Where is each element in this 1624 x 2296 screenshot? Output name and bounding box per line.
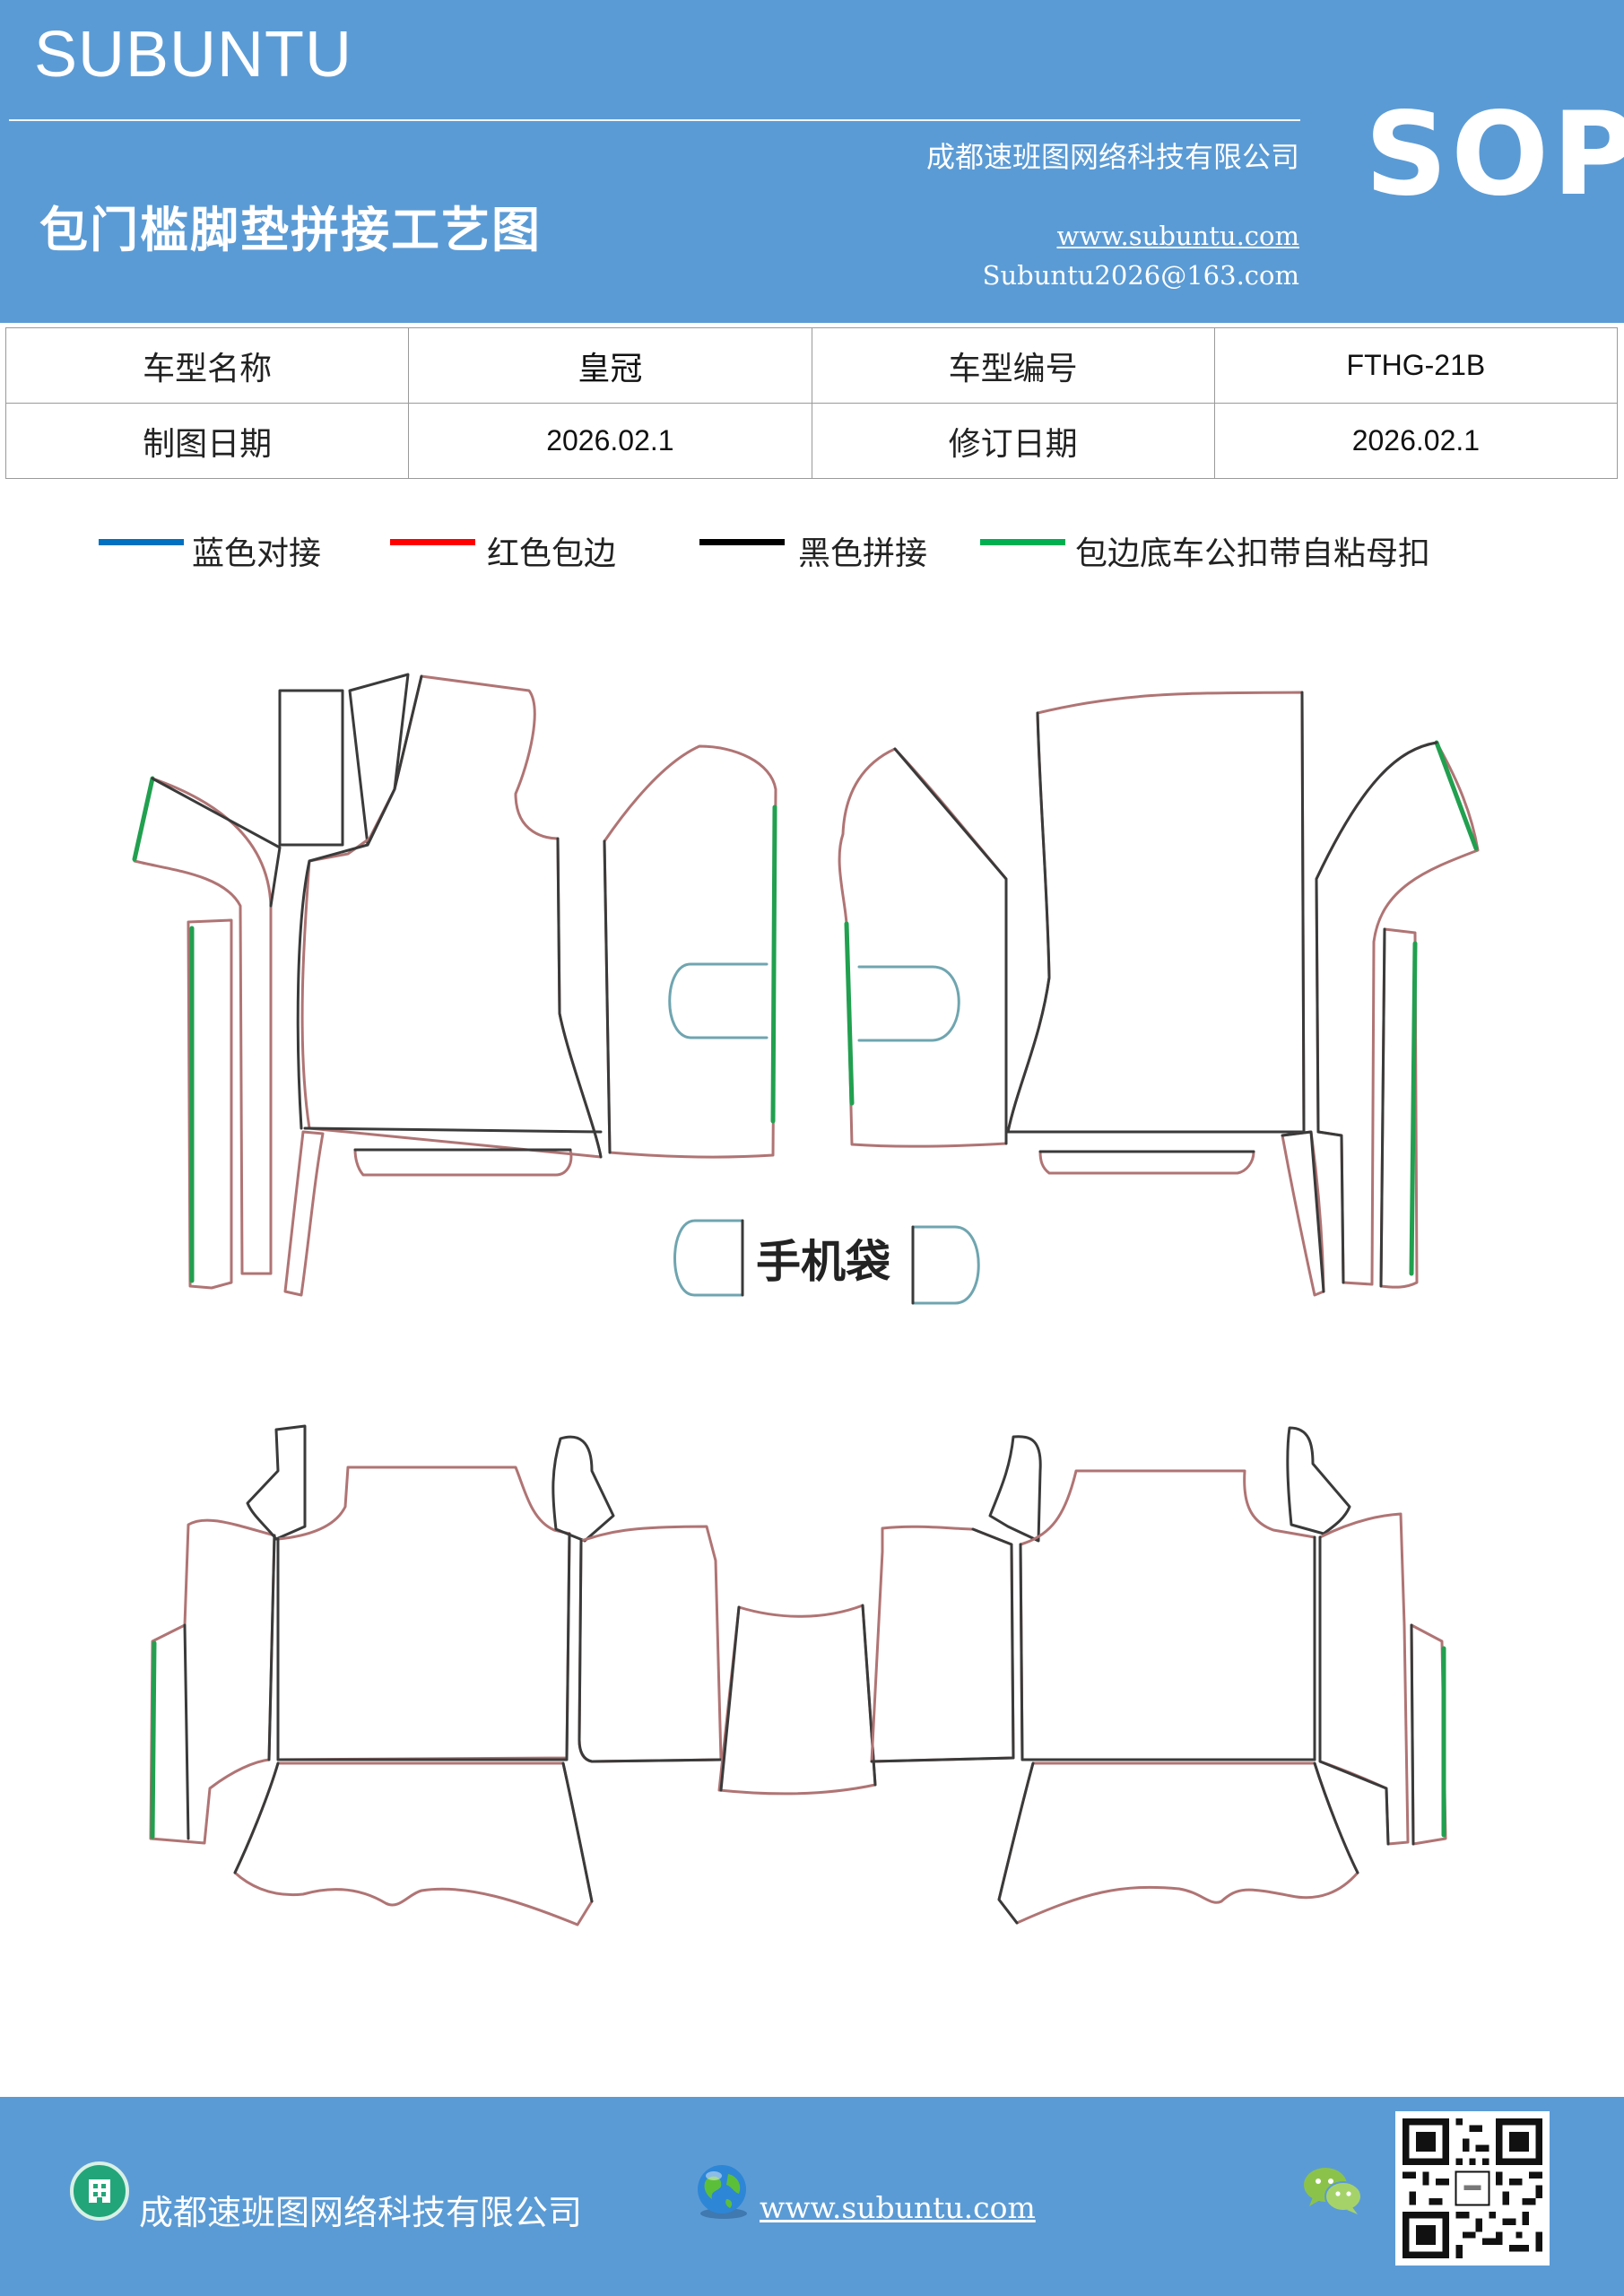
- splice-line: [556, 837, 603, 1159]
- mat-piece: [1286, 1426, 1351, 1535]
- splice-line: [893, 747, 1008, 1145]
- splice-line: [1313, 1761, 1359, 1874]
- splice-line: [603, 839, 612, 1154]
- mat-piece: [717, 1604, 877, 1796]
- header-email: Subuntu2026@163.com: [982, 260, 1299, 291]
- header-website-link[interactable]: www.subuntu.com: [1056, 221, 1299, 251]
- mat-piece: [233, 1761, 594, 1926]
- splice-line: [1315, 741, 1438, 1134]
- brand-name: SUBUNTU: [34, 19, 353, 91]
- joint-line: [857, 965, 960, 1042]
- header-divider: [9, 119, 1300, 121]
- footer-website-link[interactable]: www.subuntu.com: [760, 2190, 1036, 2225]
- info-table: 车型名称 皇冠 车型编号 FTHG-21B 制图日期 2026.02.1 修订日…: [4, 327, 1619, 479]
- table-cell-label: 车型编号: [811, 327, 1215, 404]
- mat-piece: [1019, 1469, 1316, 1761]
- mat-piece: [838, 747, 1008, 1148]
- phone-bag-piece: [911, 1225, 980, 1305]
- legend-label: 蓝色对接: [192, 535, 322, 572]
- legend-label: 红色包边: [487, 535, 617, 572]
- splice-line: [1300, 691, 1306, 1134]
- table-row: 制图日期 2026.02.1 修订日期 2026.02.1: [4, 403, 1619, 479]
- mat-piece: [187, 918, 233, 1290]
- splice-line: [276, 1532, 571, 1761]
- header-banner: SUBUNTU 成都速班图网络科技有限公司 包门槛脚垫拼接工艺图 www.sub…: [0, 0, 1624, 323]
- sop-badge: SOP: [1365, 88, 1624, 222]
- splice-line: [1019, 1535, 1316, 1761]
- buckle-line: [770, 804, 777, 1124]
- wechat-icon: [1302, 2163, 1365, 2217]
- splice-line: [1281, 1130, 1325, 1293]
- splice-line: [1318, 1535, 1390, 1846]
- splice-line: [267, 1534, 276, 1761]
- mat-piece: [1315, 741, 1480, 1286]
- mat-piece: [283, 1130, 325, 1297]
- footer-banner: 成都速班图网络科技有限公司 www.subuntu.com: [0, 2097, 1624, 2296]
- qr-code: [1395, 2111, 1550, 2266]
- building-icon: [70, 2161, 129, 2221]
- mat-piece: [353, 1148, 573, 1177]
- table-row: 车型名称 皇冠 车型编号 FTHG-21B: [4, 327, 1619, 404]
- splice-line: [861, 1604, 877, 1787]
- mat-piece: [1410, 1623, 1447, 1846]
- legend-swatch: [980, 539, 1065, 545]
- legend-swatch: [99, 539, 184, 545]
- splice-line: [1316, 1130, 1345, 1284]
- legend-swatch: [699, 539, 785, 545]
- mat-piece: [603, 744, 777, 1159]
- mat-piece: [300, 674, 603, 1159]
- splice-line: [561, 1761, 594, 1903]
- mat-piece: [278, 689, 344, 847]
- mat-piece: [149, 1518, 276, 1845]
- mat-piece: [578, 1525, 723, 1763]
- splice-line: [296, 674, 423, 1130]
- buckle-line: [132, 776, 155, 862]
- floor-mat-diagram: 手机袋: [132, 673, 1480, 1926]
- splice-line: [870, 1527, 1015, 1763]
- splice-line: [1006, 711, 1051, 1134]
- table-cell-value: 2026.02.1: [408, 403, 812, 479]
- mat-piece: [1006, 691, 1306, 1134]
- footer-company: 成都速班图网络科技有限公司: [139, 2193, 583, 2232]
- table-cell-value: 2026.02.1: [1213, 403, 1619, 479]
- legend-swatch: [390, 539, 475, 545]
- mat-piece: [1038, 1150, 1255, 1175]
- table-cell-value: FTHG-21B: [1213, 327, 1619, 404]
- joint-line: [668, 962, 769, 1039]
- buckle-line: [844, 921, 855, 1106]
- splice-line: [183, 1623, 190, 1840]
- mat-piece: [997, 1761, 1359, 1925]
- globe-icon: [690, 2160, 753, 2222]
- legend-label: 包边底车公扣带自粘母扣: [1075, 535, 1431, 572]
- mat-piece: [1318, 1512, 1410, 1846]
- mat-piece: [133, 777, 273, 1275]
- splice-line: [578, 1539, 723, 1763]
- table-cell-label: 制图日期: [4, 403, 410, 479]
- splice-line: [303, 1126, 603, 1134]
- buckle-line: [1409, 941, 1418, 1276]
- splice-line: [997, 1761, 1035, 1925]
- header-company: 成都速班图网络科技有限公司: [925, 140, 1299, 174]
- mat-piece: [551, 1435, 615, 1543]
- buckle-line: [150, 1640, 157, 1839]
- splice-line: [1379, 927, 1386, 1288]
- mat-piece: [870, 1525, 1015, 1763]
- mat-piece: [246, 1424, 307, 1541]
- legend-label: 黑色拼接: [798, 535, 928, 572]
- splice-line: [233, 1761, 280, 1874]
- phone-bag-piece: [673, 1219, 744, 1297]
- page-title: 包门槛脚垫拼接工艺图: [39, 201, 542, 258]
- color-legend: 蓝色对接 红色包边 黑色拼接 包边底车公扣带自粘母扣: [0, 527, 1624, 572]
- table-cell-label: 车型名称: [4, 327, 410, 404]
- splice-line: [1410, 1623, 1415, 1846]
- splice-line: [719, 1605, 741, 1792]
- mat-piece: [988, 1435, 1042, 1543]
- phone-bag-label: 手机袋: [756, 1236, 890, 1288]
- buckle-line: [1434, 740, 1479, 851]
- splice-line: [151, 777, 282, 908]
- table-cell-label: 修订日期: [811, 403, 1215, 479]
- mat-piece: [276, 1465, 571, 1761]
- table-cell-value: 皇冠: [408, 327, 812, 404]
